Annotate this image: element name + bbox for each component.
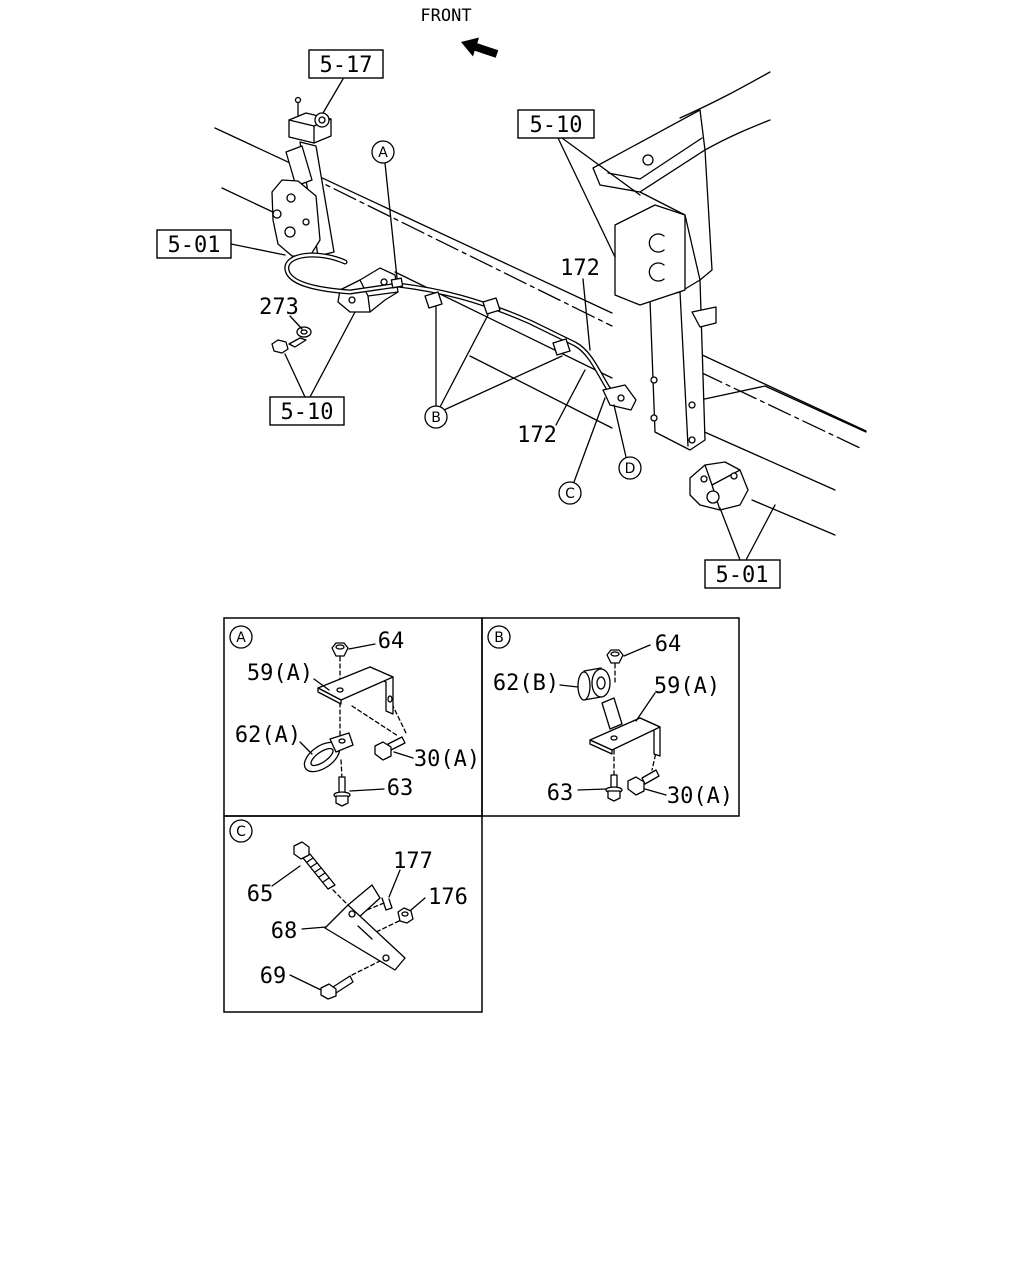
main-leader-lines — [230, 78, 776, 561]
grommet-62b — [577, 667, 611, 701]
callout-30a[interactable]: 30(A) — [667, 784, 733, 809]
callout-68[interactable]: 68 — [271, 919, 298, 944]
detail-panel-a: A — [223, 617, 483, 817]
left-bracket-assembly — [271, 96, 399, 313]
bolt-63 — [605, 774, 623, 802]
ref-label: 5-10 — [530, 113, 583, 138]
right-mount-bracket — [689, 461, 749, 511]
bolt-30a — [627, 769, 660, 796]
callout-65[interactable]: 65 — [247, 882, 274, 907]
bolt-30a — [374, 736, 406, 761]
detail-marker-d[interactable]: D — [618, 456, 642, 480]
callout-176[interactable]: 176 — [428, 885, 468, 910]
detail-panel-a-marker: A — [229, 625, 253, 649]
ref-box-5-01-right[interactable]: 5-01 — [704, 559, 781, 589]
clamp-62a — [303, 732, 354, 773]
ref-box-5-10-crossmember[interactable]: 5-10 — [517, 109, 595, 139]
nut-64 — [331, 642, 349, 657]
ref-label: 5-10 — [281, 400, 334, 425]
front-arrow-icon — [461, 37, 499, 58]
detail-panel-c: C — [223, 815, 483, 1013]
front-indicator: FRONT — [420, 6, 499, 58]
callout-177[interactable]: 177 — [393, 849, 433, 874]
cable-clip-3 — [552, 338, 571, 356]
bolt-63 — [333, 776, 351, 807]
detail-panel-marker-label: A — [236, 630, 246, 646]
detail-marker-label: C — [565, 486, 575, 502]
detail-marker-b[interactable]: B — [424, 405, 448, 429]
cable-clip-1 — [424, 291, 443, 309]
bolt-washer-273 — [271, 326, 312, 354]
crossmember — [592, 71, 771, 451]
stud-65 — [293, 841, 336, 890]
ref-box-5-01-left[interactable]: 5-01 — [156, 229, 232, 259]
detail-panel-marker-label: C — [236, 824, 246, 840]
callout-63[interactable]: 63 — [547, 781, 574, 806]
front-label: FRONT — [420, 6, 471, 26]
crossmember-gusset — [614, 204, 686, 306]
callout-64[interactable]: 64 — [655, 632, 682, 657]
clip-177 — [381, 897, 393, 911]
callout-62b[interactable]: 62(B) — [493, 671, 559, 696]
callout-64[interactable]: 64 — [378, 629, 405, 654]
detail-panel-b-marker: B — [487, 625, 511, 649]
nut-176 — [397, 907, 414, 924]
callout-59a[interactable]: 59(A) — [247, 661, 313, 686]
parking-brake-cable — [284, 252, 637, 411]
callout-59a[interactable]: 59(A) — [654, 674, 720, 699]
bolt-69 — [320, 975, 354, 1000]
detail-marker-label: D — [625, 461, 636, 477]
nut-64 — [606, 649, 624, 664]
callout-62a[interactable]: 62(A) — [235, 723, 301, 748]
callout-172-lower[interactable]: 172 — [517, 423, 557, 448]
detail-panel-b: B — [481, 617, 740, 817]
detail-marker-label: A — [378, 145, 388, 161]
detail-marker-c[interactable]: C — [558, 481, 582, 505]
detail-marker-label: B — [431, 410, 441, 426]
callout-273[interactable]: 273 — [259, 295, 299, 320]
ref-label: 5-17 — [320, 53, 373, 78]
ref-box-5-17[interactable]: 5-17 — [308, 49, 384, 79]
callout-172-upper[interactable]: 172 — [560, 256, 600, 281]
callout-63[interactable]: 63 — [387, 776, 414, 801]
ref-label: 5-01 — [716, 563, 769, 588]
ref-box-5-10-lower[interactable]: 5-10 — [269, 396, 345, 426]
callout-30a[interactable]: 30(A) — [414, 747, 480, 772]
callout-69[interactable]: 69 — [260, 964, 287, 989]
ref-label: 5-01 — [168, 233, 221, 258]
bracket-59a — [589, 697, 661, 757]
cable-clip-2 — [482, 297, 501, 315]
bracket-68 — [324, 884, 406, 971]
bracket-59a — [317, 666, 394, 715]
detail-marker-a[interactable]: A — [371, 140, 395, 164]
detail-panel-marker-label: B — [494, 630, 504, 646]
detail-panel-c-marker: C — [229, 819, 253, 843]
